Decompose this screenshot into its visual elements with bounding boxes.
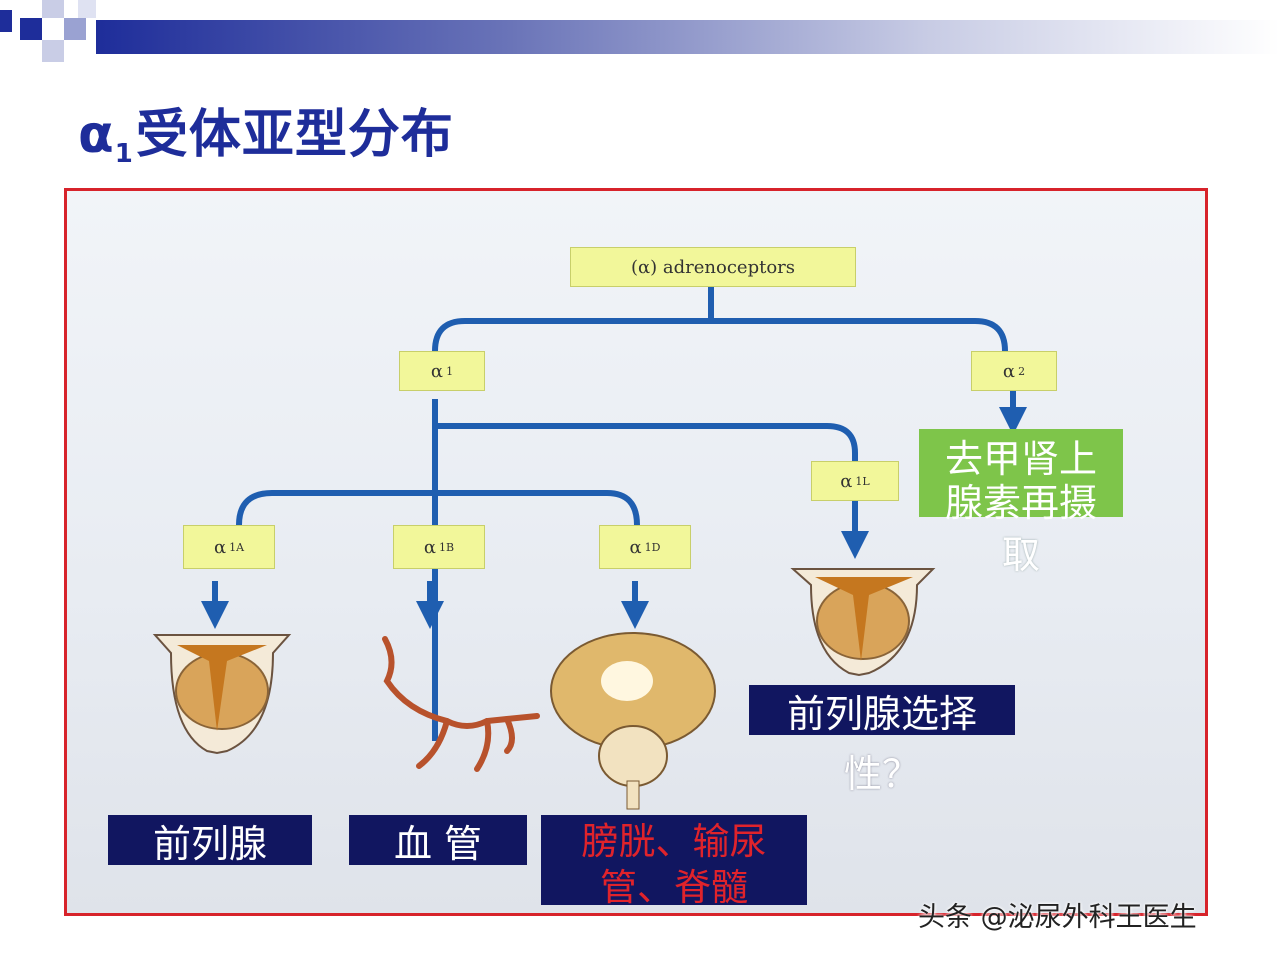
blood-vessel-illustration [382, 636, 540, 772]
corner-decoration [0, 0, 1280, 80]
selectivity-line2: 性？ [843, 752, 920, 796]
alpha2-target-label: 去甲肾上 腺素再摄 [919, 429, 1123, 525]
title-text: 受体亚型分布 [135, 105, 454, 165]
bladder-line2: 管、脊髓 [600, 866, 748, 909]
slide-title: α1受体亚型分布 [78, 92, 454, 169]
watermark: 头条 @泌尿外科王医生 [918, 902, 1197, 933]
alpha2-target-line1: 去甲肾上 [944, 437, 1097, 481]
selectivity-label: 前列腺选择 [749, 685, 1015, 736]
prostate-illustration-1A [152, 634, 292, 755]
title-alpha: α [78, 105, 115, 165]
tree-connectors [152, 287, 1027, 810]
vessel-label: 血 管 [349, 815, 527, 866]
prostate-label: 前列腺 [108, 815, 312, 866]
root-adrenoceptors-box: (α) adrenoceptors [570, 247, 856, 287]
bladder-line1: 膀胱、输尿 [581, 820, 767, 863]
bladder-illustration [550, 632, 716, 810]
prostate-illustration-1L [790, 568, 936, 677]
alpha2-target-line3: 取 [1001, 533, 1040, 577]
alpha2-target-line2: 腺素再摄 [944, 481, 1097, 525]
title-subscript: 1 [114, 139, 134, 169]
bladder-ureter-spinal-label: 膀胱、输尿 管、脊髓 [541, 815, 807, 909]
